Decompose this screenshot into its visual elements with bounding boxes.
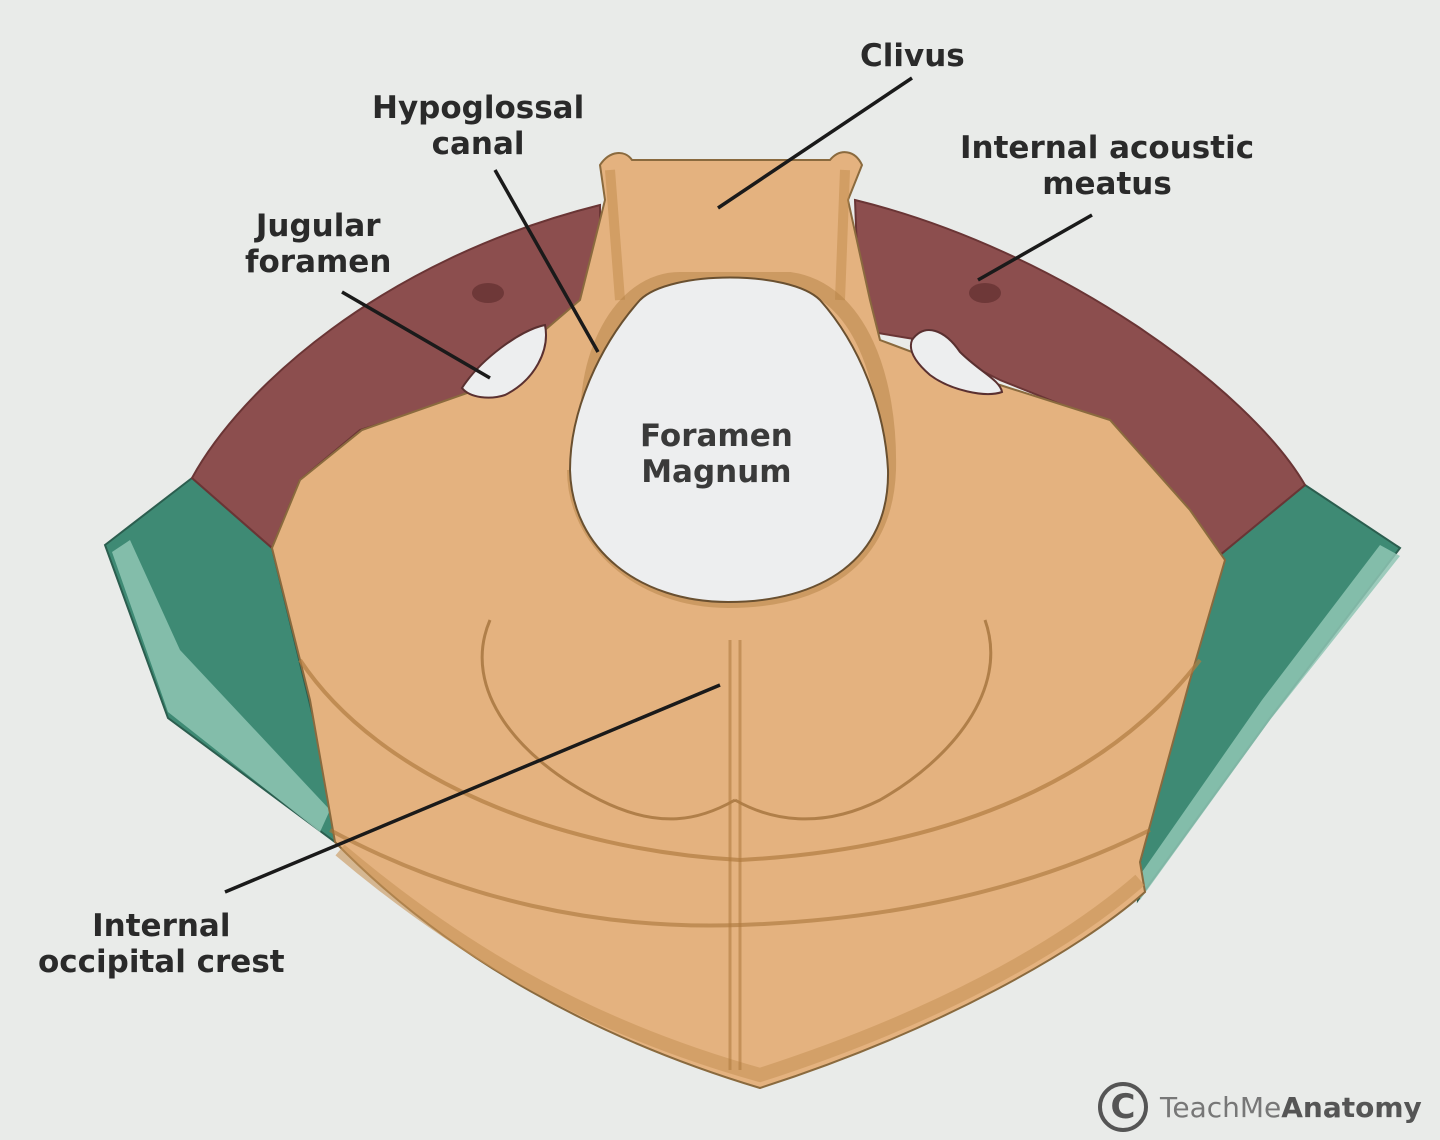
copyright-symbol: C	[1110, 1087, 1136, 1127]
jugular-foramen-right-opening	[910, 329, 1004, 396]
label-crest-line1: Internal	[92, 908, 231, 944]
temporal-left-mark	[472, 283, 504, 303]
leader-hypoglossal-canal	[493, 169, 600, 353]
jugular-foramen-left-opening	[460, 323, 547, 399]
leader-internal-acoustic-meatus	[977, 213, 1093, 282]
label-jugular-foramen: Jugular foramen	[245, 208, 391, 280]
label-jugular-line1: Jugular	[255, 208, 381, 244]
label-clivus-text: Clivus	[860, 38, 965, 74]
copyright-icon: C	[1098, 1082, 1148, 1132]
leader-jugular-foramen	[341, 290, 491, 380]
leader-clivus	[717, 76, 913, 210]
label-clivus: Clivus	[860, 38, 965, 74]
foramen-magnum-opening	[568, 276, 890, 604]
brand-bold: Anatomy	[1281, 1090, 1422, 1124]
label-foramen-line1: Foramen	[640, 418, 793, 454]
parietal-diploe-left	[112, 540, 330, 832]
leader-lines	[224, 76, 1093, 894]
label-crest-line2: occipital crest	[38, 944, 285, 980]
parietal-diploe-right	[1140, 545, 1400, 900]
label-internal-acoustic-meatus: Internal acoustic meatus	[960, 130, 1254, 202]
internal-occipital-crest-ridge	[728, 640, 742, 1070]
label-hypoglossal-canal: Hypoglossal canal	[372, 90, 584, 162]
teachmeanatomy-credit: C TeachMeAnatomy	[1098, 1082, 1422, 1132]
label-acoustic-line1: Internal acoustic	[960, 130, 1255, 166]
temporal-bone-right	[853, 198, 1307, 557]
occipital-rim-band	[335, 844, 1145, 1083]
label-foramen-line2: Magnum	[641, 454, 792, 490]
internal-acoustic-meatus-mark	[969, 283, 1001, 303]
label-foramen-magnum: Foramen Magnum	[640, 418, 793, 490]
label-internal-occipital-crest: Internal occipital crest	[38, 908, 285, 980]
label-hypoglossal-line2: canal	[431, 126, 525, 162]
clivus-shading	[605, 169, 850, 301]
cruciform-ridge-right	[734, 619, 993, 821]
label-hypoglossal-line1: Hypoglossal	[372, 90, 585, 126]
label-acoustic-line2: meatus	[1042, 166, 1172, 202]
brand-name: TeachMeAnatomy	[1160, 1091, 1422, 1124]
label-jugular-line2: foramen	[245, 244, 392, 280]
cruciform-ridge-left	[480, 619, 736, 821]
brand-light: TeachMe	[1160, 1090, 1282, 1124]
leader-internal-occipital-crest	[224, 683, 721, 894]
